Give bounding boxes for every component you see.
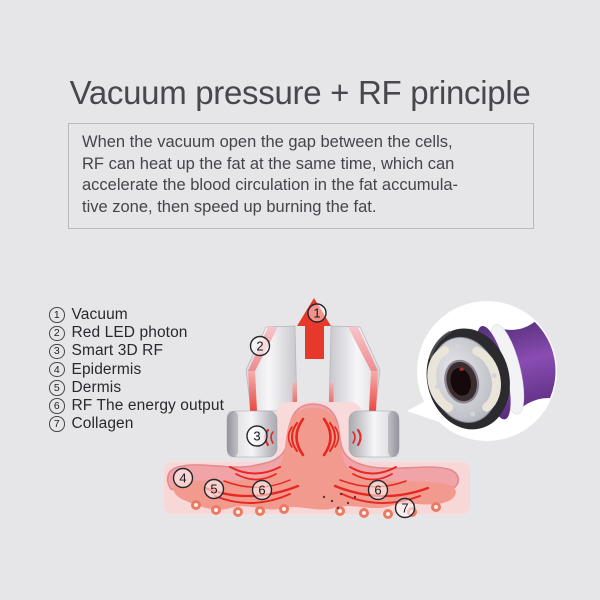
marker-5: 5 [203, 478, 225, 500]
legend-list: 1 Vacuum 2 Red LED photon 3 Smart 3D RF … [49, 306, 224, 433]
circled-number-icon: 6 [49, 398, 65, 414]
svg-text:1: 1 [313, 306, 320, 321]
svg-text:6: 6 [374, 483, 381, 498]
svg-text:5: 5 [210, 482, 217, 497]
legend-label: Dermis [71, 378, 122, 396]
device-arm-right [328, 325, 381, 412]
legend-item-vacuum: 1 Vacuum [49, 306, 224, 324]
legend-item-collagen: 7 Collagen [49, 415, 224, 433]
marker-3: 3 [246, 425, 268, 447]
marker-6-left: 6 [251, 479, 273, 501]
legend-label: Vacuum [71, 306, 128, 324]
device-head-photo-inset [407, 301, 557, 441]
legend-item-rf-energy-output: 6 RF The energy output [49, 397, 224, 415]
legend-label: Epidermis [71, 360, 142, 378]
description-box: When the vacuum open the gap between the… [68, 123, 534, 229]
marker-2: 2 [249, 335, 271, 357]
description-text: When the vacuum open the gap between the… [82, 133, 459, 216]
marker-4: 4 [172, 467, 194, 489]
circled-number-icon: 2 [49, 325, 65, 342]
device-head [426, 311, 556, 430]
legend-label: Smart 3D RF [71, 342, 164, 360]
legend-item-dermis: 5 Dermis [49, 379, 224, 397]
circled-number-icon: 7 [49, 416, 65, 432]
legend-item-epidermis: 4 Epidermis [49, 361, 224, 379]
marker-7: 7 [394, 497, 416, 519]
circled-number-icon: 5 [49, 380, 65, 396]
circled-number-icon: 4 [49, 361, 65, 378]
svg-text:3: 3 [253, 429, 260, 444]
red-led-stripe [348, 327, 378, 371]
circled-number-icon: 1 [49, 307, 65, 323]
device-screws [434, 344, 497, 417]
rf-roller-right [348, 410, 400, 458]
device-electrodes [427, 346, 501, 413]
marker-6-right: 6 [367, 479, 389, 501]
page-title: Vacuum pressure + RF principle [69, 74, 531, 111]
tissue-specks [322, 492, 357, 510]
vacuum-up-arrow-icon [297, 298, 331, 359]
legend-item-red-led-photon: 2 Red LED photon [49, 324, 224, 342]
legend-item-smart-3d-rf: 3 Smart 3D RF [49, 342, 224, 360]
legend-label: Collagen [71, 415, 134, 433]
marker-1: 1 [307, 303, 327, 323]
legend-label: Red LED photon [71, 324, 188, 342]
svg-text:6: 6 [258, 483, 265, 498]
svg-text:2: 2 [256, 339, 263, 354]
circled-number-icon: 3 [49, 343, 65, 360]
legend-label: RF The energy output [71, 397, 224, 415]
svg-text:7: 7 [401, 501, 408, 516]
diagram-markers: 1 2 3 4 5 6 6 7 [172, 303, 416, 519]
svg-text:4: 4 [179, 471, 186, 486]
